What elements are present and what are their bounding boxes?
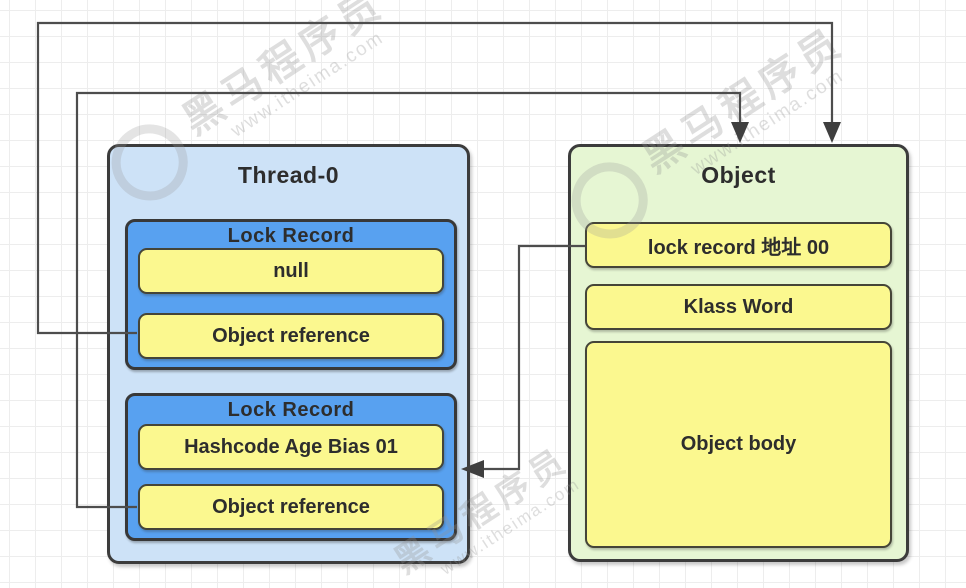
lock-record-2-row-object-reference: Object reference bbox=[138, 484, 444, 530]
object-row-lock-record-address: lock record 地址 00 bbox=[585, 222, 892, 268]
lock-record-1-box: Lock Record null Object reference bbox=[125, 219, 457, 370]
lock-record-1-row-null: null bbox=[138, 248, 444, 294]
object-row-object-body: Object body bbox=[585, 341, 892, 548]
arrow-object-reference-2-to-object bbox=[75, 91, 742, 509]
arrowhead-down-1 bbox=[823, 122, 841, 143]
lock-record-2-box: Lock Record Hashcode Age Bias 01 Object … bbox=[125, 393, 457, 541]
object-title: Object bbox=[701, 162, 776, 188]
arrowhead-left bbox=[461, 460, 484, 478]
arrow-object-reference-1-to-object bbox=[36, 21, 834, 335]
thread-0-title: Thread-0 bbox=[237, 162, 340, 188]
arrowhead-down-2 bbox=[731, 122, 749, 143]
object-row-klass-word: Klass Word bbox=[585, 284, 892, 330]
arrow-mark-word-to-lock-record-2 bbox=[482, 244, 585, 471]
lock-record-1-title: Lock Record bbox=[227, 225, 355, 247]
lock-record-2-title: Lock Record bbox=[227, 399, 355, 421]
lock-record-1-row-object-reference: Object reference bbox=[138, 313, 444, 359]
thread-0-box: Thread-0 Lock Record null Object referen… bbox=[107, 144, 470, 564]
lock-record-2-row-hashcode: Hashcode Age Bias 01 bbox=[138, 424, 444, 470]
object-box: Object lock record 地址 00 Klass Word Obje… bbox=[568, 144, 909, 562]
